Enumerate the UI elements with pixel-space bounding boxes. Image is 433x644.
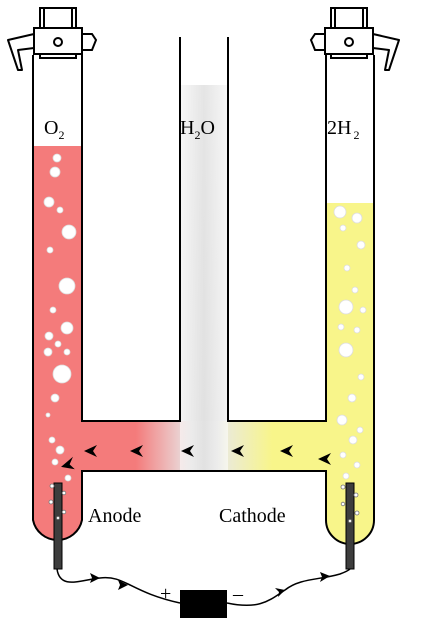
gas-bubble [45, 412, 51, 418]
hydrogen-liquid [326, 203, 374, 544]
water-label: H2O [180, 117, 215, 142]
gas-bubble [56, 206, 64, 214]
gas-bubble [359, 306, 367, 314]
anode-label: Anode [88, 505, 141, 527]
arrowhead-icon [231, 445, 244, 457]
gas-bubble [60, 321, 74, 335]
gas-bubble [49, 166, 61, 178]
gas-bubble [51, 458, 59, 466]
arrowhead-icon [84, 445, 97, 457]
gas-bubble [44, 331, 54, 341]
gas-bubble [43, 347, 53, 357]
gas-bubble [43, 196, 55, 208]
gas-bubble [351, 286, 359, 294]
gas-bubble [61, 224, 77, 240]
gas-bubble [338, 299, 354, 315]
gas-bubble [348, 435, 358, 445]
gas-bubble [347, 393, 357, 403]
gas-bubble [339, 224, 347, 232]
arrowhead-icon [130, 445, 143, 457]
arrowhead-icon [318, 453, 331, 465]
gas-bubble [58, 277, 76, 295]
gas-bubble [48, 436, 56, 444]
circuit-wires [56, 568, 351, 607]
arrowhead-icon [61, 456, 75, 470]
gas-bubble [356, 426, 364, 434]
gas-bubble [357, 373, 365, 381]
oxygen-bubbles [43, 153, 77, 482]
ion-flow-arrows [61, 445, 331, 470]
gas-bubble [338, 342, 354, 358]
gas-bubble [353, 326, 361, 334]
arrowhead-icon [181, 445, 194, 457]
gas-bubble [336, 414, 348, 426]
gas-bubble [339, 451, 347, 459]
gas-bubble [64, 474, 72, 482]
arrowhead-icon [280, 445, 293, 457]
gas-bubble [52, 153, 62, 163]
gas-bubble [54, 340, 62, 348]
battery-icon [180, 590, 227, 618]
gas-bubble [337, 323, 345, 331]
liquid-fills [33, 85, 374, 544]
gas-bubble [63, 348, 71, 356]
gas-bubble [46, 246, 54, 254]
gas-bubble [356, 240, 366, 250]
negative-terminal-label: – [232, 583, 244, 605]
electrode-icon [48, 482, 67, 570]
wire-arrows [90, 572, 330, 597]
cathode-label: Cathode [219, 505, 286, 527]
gas-bubble [55, 445, 65, 455]
glass-apparatus [32, 37, 375, 545]
stopcock-valve-icon [7, 7, 98, 71]
gas-bubble [353, 461, 361, 469]
stopcock-valve-icon [309, 7, 400, 71]
positive-terminal-label: + [160, 583, 171, 605]
oxygen-label: O2 [44, 117, 64, 142]
hydrogen-bubbles [333, 205, 367, 480]
gas-bubble [351, 212, 363, 224]
gas-bubble [333, 205, 347, 219]
gas-bubble [49, 306, 57, 314]
gas-bubble [343, 264, 351, 272]
gas-bubble [50, 393, 60, 403]
gas-bubble [342, 472, 350, 480]
gas-bubble [52, 364, 72, 384]
